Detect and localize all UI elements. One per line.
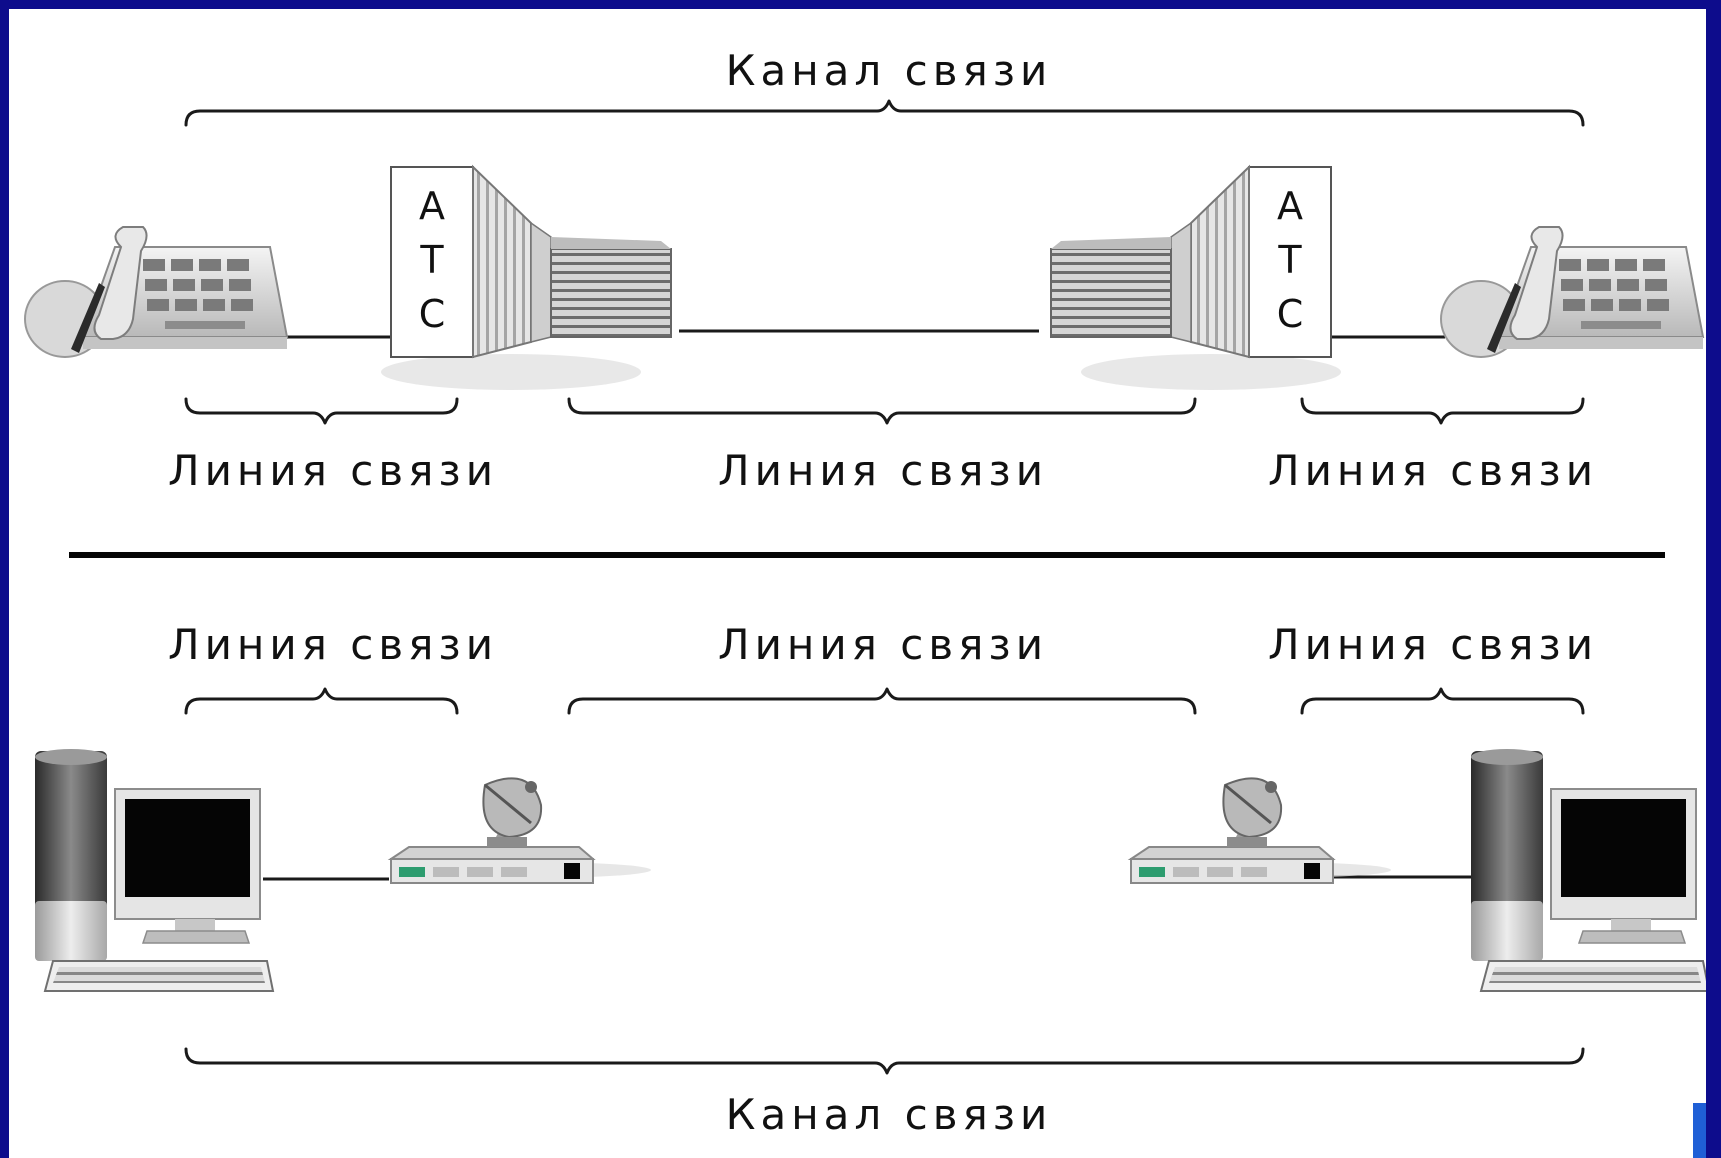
line-label-bottom-right: Линия связи (1268, 620, 1598, 669)
satellite-modem-icon (1129, 776, 1393, 885)
line-label-top-middle: Линия связи (718, 446, 1048, 495)
brace-line-top-middle (567, 397, 1197, 425)
atc-letter: А (419, 184, 445, 228)
brace-channel-bottom (184, 1047, 1585, 1075)
brace-line-bottom-left (184, 687, 459, 715)
line-label-top-right: Линия связи (1268, 446, 1598, 495)
telephone-icon (1440, 226, 1704, 358)
brace-channel-top (184, 99, 1585, 127)
atc-letter: Т (1277, 238, 1302, 282)
satellite-modem-icon (389, 776, 653, 885)
communication-diagram: Канал связи А Т С А (24, 46, 1706, 1139)
telephone-exchange-icon: А Т С (380, 166, 672, 391)
line-label-bottom-left: Линия связи (168, 620, 498, 669)
brace-line-top-left (184, 397, 459, 425)
brace-line-bottom-middle (567, 687, 1197, 715)
channel-label-bottom: Канал связи (726, 1090, 1053, 1139)
corner-tab[interactable] (1690, 1103, 1706, 1158)
desktop-computer-icon (1470, 748, 1706, 992)
desktop-computer-icon (34, 748, 274, 992)
channel-label-top: Канал связи (726, 46, 1053, 95)
atc-letter: С (419, 292, 446, 336)
atc-letter: А (1277, 184, 1303, 228)
brace-line-top-right (1300, 397, 1585, 425)
atc-letter: С (1277, 292, 1304, 336)
telephone-icon (24, 226, 288, 358)
line-label-top-left: Линия связи (168, 446, 498, 495)
section-divider (69, 552, 1665, 558)
brace-line-bottom-right (1300, 687, 1585, 715)
line-label-bottom-middle: Линия связи (718, 620, 1048, 669)
atc-letter: Т (419, 238, 444, 282)
diagram-panel: Канал связи А Т С А (9, 9, 1706, 1158)
